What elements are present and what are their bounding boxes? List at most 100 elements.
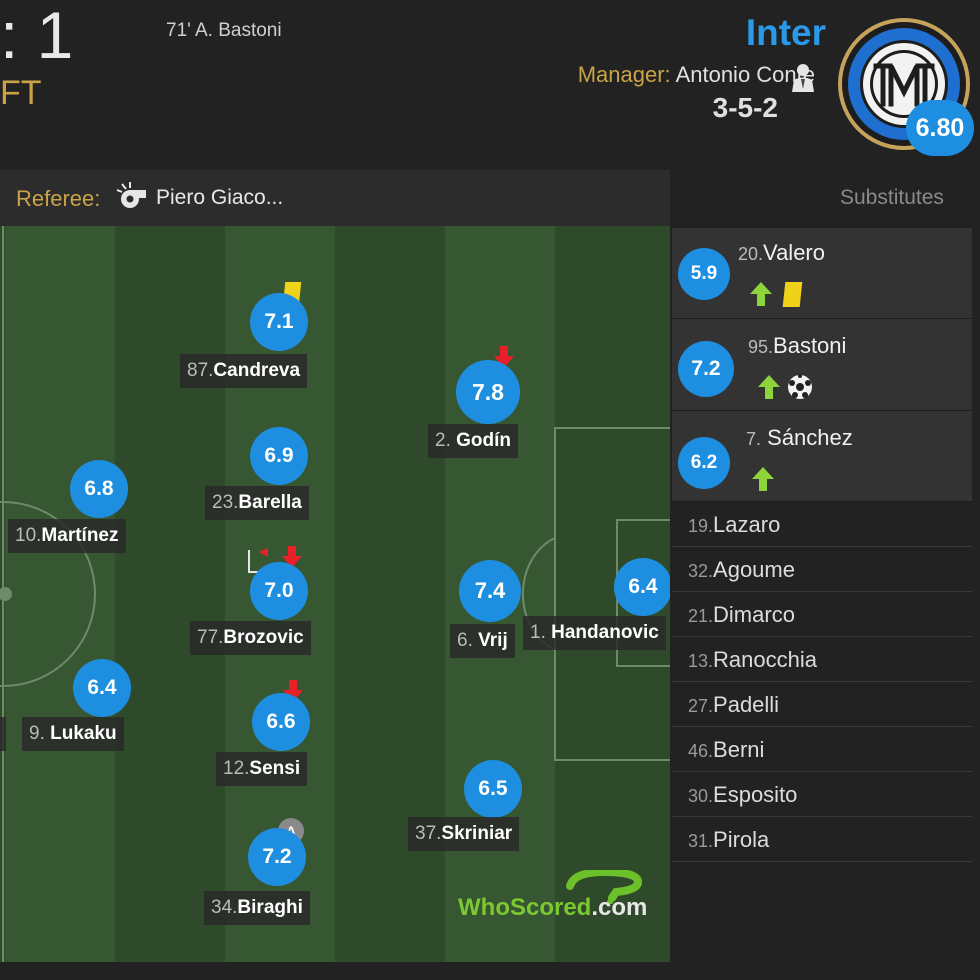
sub-name: 31.Pirola <box>688 827 769 853</box>
player-name-martinez[interactable]: 10.Martínez <box>8 519 126 553</box>
player-name-lukaku[interactable]: 9. Lukaku <box>22 717 124 751</box>
sub-number: 31. <box>688 831 714 851</box>
player-number: 77. <box>197 627 224 648</box>
sub-row-sanchez[interactable]: 6.2 7. Sánchez <box>672 411 972 502</box>
watermark-suffix: .com <box>591 894 648 921</box>
referee-bar <box>0 170 670 226</box>
sub-number: 20. <box>738 244 764 264</box>
sub-row-agoume[interactable]: 32.Agoume <box>672 547 972 592</box>
sub-player-name: Ranocchia <box>713 647 817 672</box>
sub-rating: 7.2 <box>678 341 734 397</box>
player-name-handanovic[interactable]: 1. Handanovic <box>523 616 666 650</box>
sub-name: 46.Berni <box>688 737 764 763</box>
manager-icon <box>792 64 814 92</box>
player-number: 9. <box>29 723 45 744</box>
sub-row-ranocchia[interactable]: 13.Ranocchia <box>672 637 972 682</box>
sub-name: 27.Padelli <box>688 692 779 718</box>
sub-row-lazaro[interactable]: 19.Lazaro <box>672 502 972 547</box>
watermark-text: WhoScored <box>458 894 592 921</box>
sub-player-name: Pirola <box>713 827 770 852</box>
goal-event: 71' A. Bastoni <box>166 20 282 41</box>
match-status: FT <box>0 74 42 112</box>
player-rating-sensi[interactable]: 6.6 <box>252 693 310 751</box>
sub-off-arrow-icon <box>283 680 303 702</box>
sub-name: 19.Lazaro <box>688 512 780 538</box>
match-score: : 1 <box>0 0 74 72</box>
sub-on-arrow-icon <box>752 467 774 491</box>
sub-row-padelli[interactable]: 27.Padelli <box>672 682 972 727</box>
team-rating: 6.80 <box>906 100 974 156</box>
player-rating-lukaku[interactable]: 6.4 <box>73 659 131 717</box>
pitch-lines <box>0 226 670 962</box>
sub-name: 30.Esposito <box>688 782 797 808</box>
sub-off-arrow-icon <box>282 546 302 568</box>
sub-rating: 5.9 <box>678 248 730 300</box>
player-rating-barella[interactable]: 6.9 <box>250 427 308 485</box>
sub-number: 32. <box>688 561 714 581</box>
sub-player-name: Dimarco <box>713 602 795 627</box>
sub-row-esposito[interactable]: 30.Esposito <box>672 772 972 817</box>
sub-name: 13.Ranocchia <box>688 647 817 673</box>
team-name[interactable]: Inter <box>745 12 826 53</box>
pitch: 7.1 87.Candreva 7.8 2. Godín 6.9 23.Bare… <box>0 226 670 962</box>
goal-ball-icon <box>788 374 812 399</box>
sub-row-berni[interactable]: 46.Berni <box>672 727 972 772</box>
player-rating-biraghi[interactable]: 7.2 <box>248 828 306 886</box>
player-name-barella[interactable]: 23.Barella <box>205 486 309 520</box>
referee-label: Referee: <box>16 186 101 211</box>
player-name: Vrij <box>478 630 508 651</box>
manager-info: Manager: Antonio Conte <box>578 62 815 88</box>
whoscored-watermark[interactable]: WhoScored.com <box>458 870 648 922</box>
player-rating-skriniar[interactable]: 6.5 <box>464 760 522 818</box>
sub-on-arrow-icon <box>750 282 772 306</box>
player-name-brozovic[interactable]: 77.Brozovic <box>190 621 311 655</box>
sub-name: 32.Agoume <box>688 557 795 583</box>
player-rating-godin[interactable]: 7.8 <box>456 360 520 424</box>
player-name-godin[interactable]: 2. Godín <box>428 424 519 458</box>
sub-number: 46. <box>688 741 714 761</box>
player-name: Martínez <box>41 525 119 546</box>
player-number: 23. <box>212 492 239 513</box>
player-name: Candreva <box>213 360 301 381</box>
sub-name: 20.Valero <box>738 240 825 266</box>
sub-number: 13. <box>688 651 714 671</box>
sub-name: 21.Dimarco <box>688 602 795 628</box>
manager-label: Manager: <box>577 62 671 87</box>
sub-name: 95.Bastoni <box>748 333 846 359</box>
player-name: Lukaku <box>50 723 117 744</box>
player-name-cutoff <box>0 717 6 751</box>
sub-rating: 6.2 <box>678 437 730 489</box>
sub-number: 21. <box>688 606 714 626</box>
sub-player-name: Valero <box>763 240 825 265</box>
player-name: Skriniar <box>441 823 513 844</box>
player-name: Godín <box>456 430 512 451</box>
player-number: 1. <box>530 622 546 643</box>
sub-row-valero[interactable]: 5.9 20.Valero <box>672 228 972 319</box>
player-rating-martinez[interactable]: 6.8 <box>70 460 128 518</box>
player-number: 6. <box>457 630 473 651</box>
player-name-candreva[interactable]: 87.Candreva <box>180 354 308 388</box>
player-name-biraghi[interactable]: 34.Biraghi <box>204 891 310 925</box>
player-name-vrij[interactable]: 6. Vrij <box>450 624 515 658</box>
player-rating-brozovic[interactable]: 7.0 <box>250 562 308 620</box>
sub-row-pirola[interactable]: 31.Pirola <box>672 817 972 862</box>
player-rating-handanovic[interactable]: 6.4 <box>614 558 670 616</box>
sub-player-name: Esposito <box>713 782 798 807</box>
yellow-card-icon <box>782 282 803 307</box>
player-number: 10. <box>15 525 42 546</box>
sub-number: 95. <box>748 337 774 357</box>
sub-player-name: Lazaro <box>713 512 781 537</box>
whoscored-logo-icon <box>566 870 643 904</box>
player-name: Barella <box>238 492 302 513</box>
player-name-skriniar[interactable]: 37.Skriniar <box>408 817 520 851</box>
sub-row-dimarco[interactable]: 21.Dimarco <box>672 592 972 637</box>
player-number: 87. <box>187 360 214 381</box>
player-name-sensi[interactable]: 12.Sensi <box>216 752 308 786</box>
player-name: Biraghi <box>237 897 303 918</box>
sub-row-bastoni[interactable]: 7.2 95.Bastoni <box>672 319 972 411</box>
referee-name[interactable]: Piero Giaco... <box>156 186 284 209</box>
player-rating-vrij[interactable]: 7.4 <box>459 560 521 622</box>
sub-number: 19. <box>688 516 714 536</box>
sub-number: 7. <box>746 429 762 449</box>
player-rating-candreva[interactable]: 7.1 <box>250 293 308 351</box>
